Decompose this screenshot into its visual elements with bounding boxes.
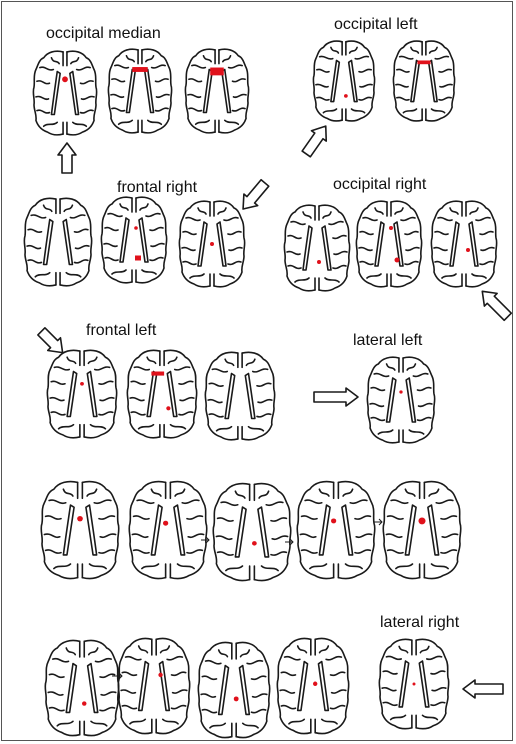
lesion-mark: [158, 673, 162, 677]
lesion-mark: [413, 683, 416, 686]
lesion-mark: [134, 226, 138, 230]
lesion-mark: [234, 696, 239, 701]
slice-row5-1: [45, 641, 119, 736]
lesion-mark: [313, 682, 317, 686]
arrow-right-icon: [314, 388, 358, 406]
slice-row4-2: [129, 482, 207, 579]
slice-row5-2: [118, 639, 190, 734]
lesion-mark: [317, 260, 321, 264]
arrow-up-left-icon: [476, 285, 514, 323]
lesion-mark: [62, 76, 68, 82]
connector-arrow-icon: [201, 537, 209, 543]
lesion-mark: [132, 67, 148, 72]
slice-row4-4: [297, 482, 375, 579]
slice-row4-5: [383, 482, 461, 579]
lesion-mark: [344, 94, 348, 98]
slice-occipital-left-1: [313, 41, 374, 121]
arrow-left-icon: [463, 680, 503, 698]
lesion-mark: [210, 68, 224, 76]
slice-row5-4: [277, 639, 349, 734]
lesion-mark: [210, 242, 214, 246]
slice-occipital-median-3: [185, 49, 248, 133]
slice-occipital-median-2: [108, 49, 171, 133]
slice-occipital-right-1: [284, 205, 349, 291]
arrow-down-right-icon: [35, 325, 69, 359]
slice-lateral-right-1: [379, 639, 448, 728]
connector-arrow-icon: [374, 519, 382, 525]
lesion-mark: [331, 518, 336, 523]
lesion-mark: [80, 382, 84, 386]
slice-occipital-left-2: [393, 41, 454, 121]
lesion-mark: [166, 406, 170, 410]
connector-arrow-icon: [285, 539, 293, 545]
arrow-up-right-icon: [299, 121, 333, 159]
slice-frontal-right-3: [179, 201, 244, 287]
lesion-mark: [389, 226, 393, 230]
slice-row5-3: [198, 643, 270, 738]
lesion-mark: [395, 258, 400, 263]
slice-frontal-left-3: [205, 352, 274, 440]
lesion-mark: [252, 541, 257, 546]
slice-frontal-right-2: [101, 197, 166, 283]
lesion-mark: [77, 516, 83, 521]
slice-row4-3: [213, 484, 291, 581]
slice-row4-1: [41, 482, 119, 579]
arrow-down-left-icon: [236, 177, 272, 215]
lesion-mark: [151, 372, 164, 376]
slice-occipital-right-2: [356, 201, 421, 287]
slice-frontal-right-1: [24, 198, 91, 286]
slice-lateral-left-1: [367, 357, 434, 443]
lesion-mark: [418, 518, 425, 525]
slice-frontal-left-2: [127, 350, 196, 438]
lesion-mark: [82, 701, 87, 705]
slice-occipital-right-3: [431, 201, 496, 287]
lesion-mark: [135, 256, 141, 261]
lesion-mark: [399, 390, 402, 393]
arrow-up-icon: [58, 143, 76, 173]
lesion-mark: [466, 248, 470, 252]
slice-occipital-median-1: [33, 51, 96, 135]
lesion-mark: [163, 521, 168, 526]
lesion-mark: [417, 60, 430, 64]
slice-frontal-left-1: [47, 350, 116, 438]
